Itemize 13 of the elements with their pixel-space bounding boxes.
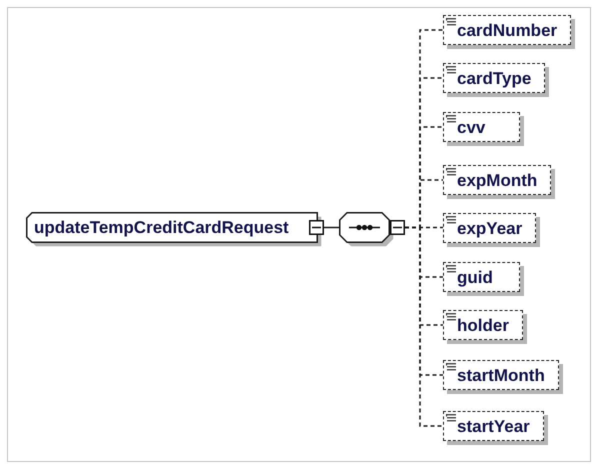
connector-line: [405, 226, 443, 427]
element-name: cardNumber: [457, 20, 558, 42]
element-name: guid: [457, 267, 494, 289]
element-name: holder: [457, 315, 509, 337]
element-name: startYear: [457, 416, 530, 438]
element-name: expYear: [457, 218, 522, 240]
element-name: startMonth: [457, 365, 545, 387]
element-name: updateTempCreditCardRequest: [34, 217, 289, 238]
element-name: expMonth: [457, 170, 538, 192]
element-name: cardType: [457, 68, 532, 90]
element-box: [26, 212, 324, 247]
connector-line: [324, 226, 339, 228]
element-name: cvv: [457, 117, 486, 139]
